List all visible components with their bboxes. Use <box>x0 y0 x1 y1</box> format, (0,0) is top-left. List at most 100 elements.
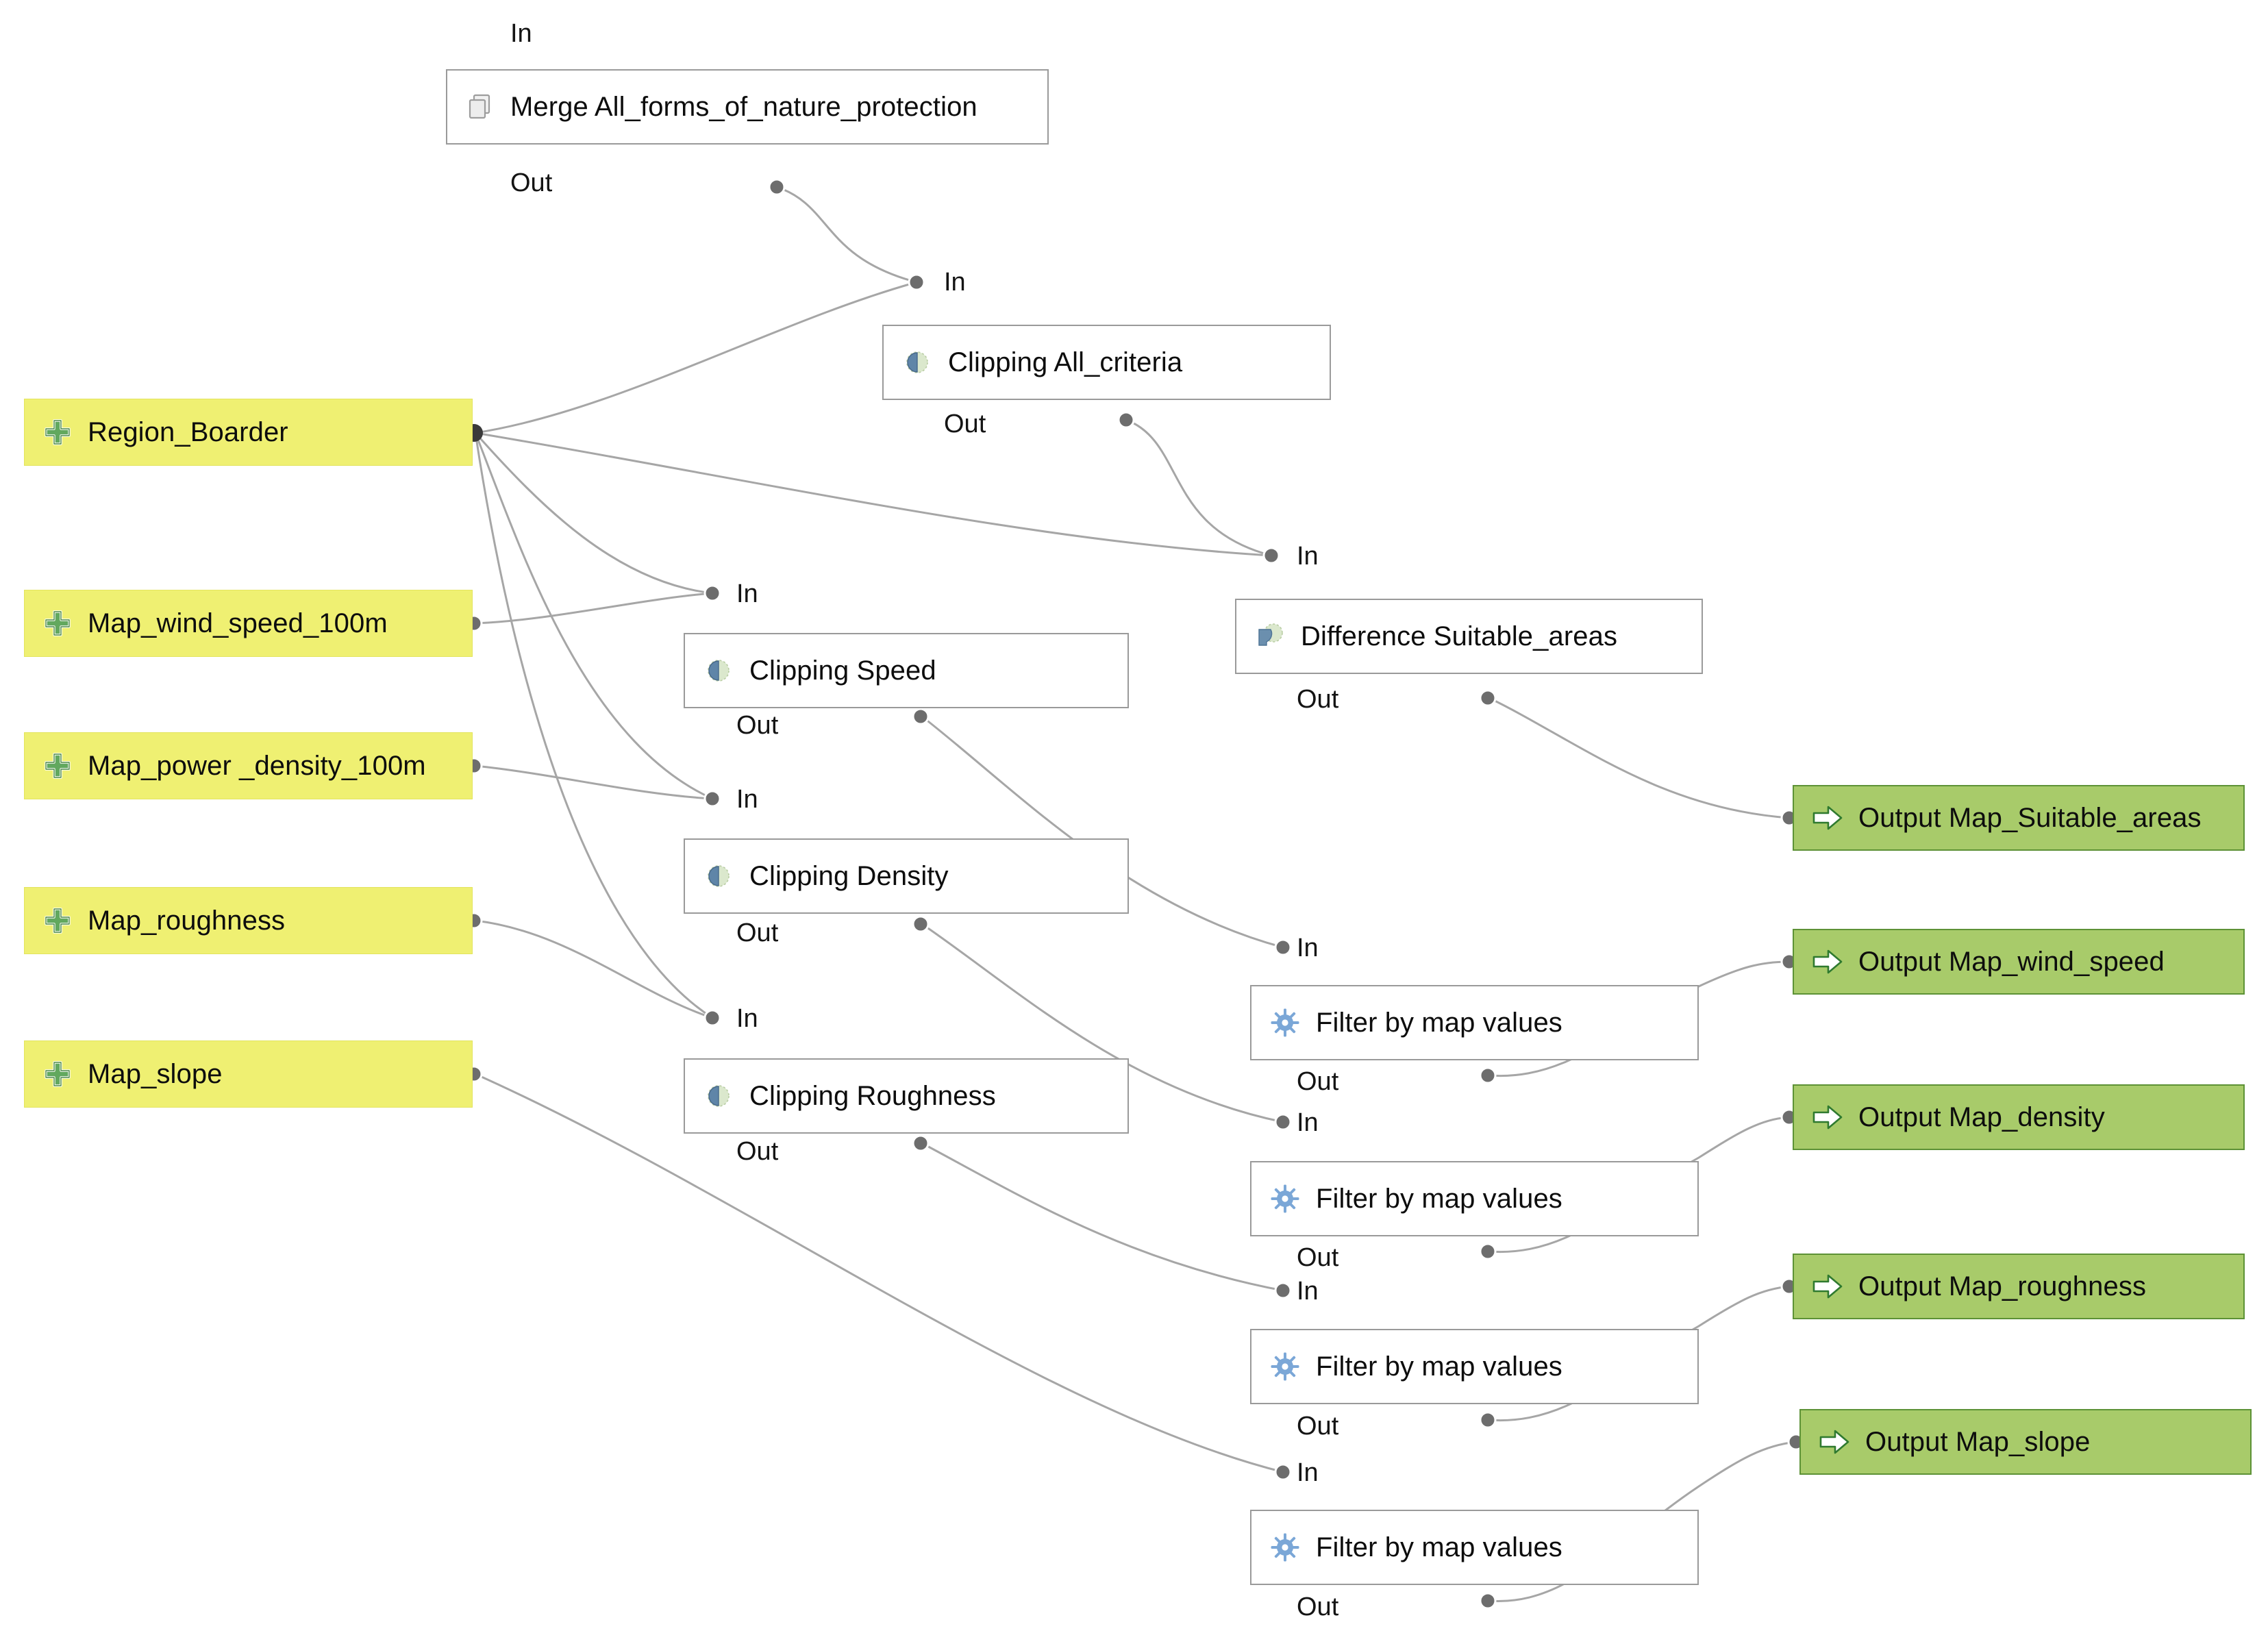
port-label-out: Out <box>736 711 779 740</box>
node-output-map-suitable-areas[interactable]: Output Map_Suitable_areas <box>1793 785 2245 851</box>
port-label-in: In <box>510 19 532 48</box>
node-filter-4[interactable]: Filter by map values <box>1250 1510 1699 1585</box>
add-layer-icon <box>42 751 73 781</box>
node-output-map-wind-speed[interactable]: Output Map_wind_speed <box>1793 929 2245 995</box>
node-input-map-slope[interactable]: Map_slope <box>24 1040 473 1108</box>
port-in[interactable] <box>1274 1113 1292 1131</box>
node-filter-3[interactable]: Filter by map values <box>1250 1329 1699 1404</box>
port-label-in: In <box>736 785 758 814</box>
add-layer-icon <box>42 608 73 638</box>
node-label: Clipping Speed <box>749 656 936 686</box>
port-in[interactable] <box>1274 1282 1292 1299</box>
node-label: Region_Boarder <box>88 417 288 447</box>
node-label: Output Map_wind_speed <box>1858 947 2165 977</box>
filter-gear-icon <box>1269 1532 1301 1563</box>
merge-layers-icon <box>465 92 495 122</box>
node-label: Filter by map values <box>1316 1351 1562 1382</box>
port-out[interactable] <box>912 1134 930 1152</box>
port-label-in: In <box>736 1004 758 1033</box>
node-label: Output Map_density <box>1858 1102 2105 1132</box>
edge <box>475 592 713 625</box>
port-label-in: In <box>736 579 758 608</box>
port-out[interactable] <box>1479 689 1497 707</box>
output-arrow-icon <box>1819 1428 1850 1456</box>
node-output-map-density[interactable]: Output Map_density <box>1793 1084 2245 1150</box>
clipping-icon <box>901 347 933 378</box>
output-arrow-icon <box>1812 948 1843 975</box>
clipping-icon <box>703 655 734 686</box>
port-label-in: In <box>1297 1108 1319 1137</box>
node-input-region-boarder[interactable]: Region_Boarder <box>24 399 473 466</box>
node-difference-suitable-areas[interactable]: Difference Suitable_areas <box>1235 599 1703 674</box>
port-out[interactable] <box>1479 1243 1497 1260</box>
clipping-icon <box>703 860 734 892</box>
add-layer-icon <box>42 1059 73 1089</box>
node-merge-all-forms[interactable]: Merge All_forms_of_nature_protection <box>446 69 1049 145</box>
port-in[interactable] <box>703 1009 721 1027</box>
port-out[interactable] <box>912 708 930 725</box>
port-in[interactable] <box>703 584 721 602</box>
port-out[interactable] <box>768 178 786 196</box>
node-clipping-density[interactable]: Clipping Density <box>684 838 1129 914</box>
output-arrow-icon <box>1812 804 1843 832</box>
port-label-in: In <box>1297 1458 1319 1487</box>
port-label-out: Out <box>736 919 779 947</box>
node-label: Map_roughness <box>88 906 286 936</box>
node-clipping-roughness[interactable]: Clipping Roughness <box>684 1058 1129 1134</box>
node-label: Map_wind_speed_100m <box>88 608 388 638</box>
node-filter-1[interactable]: Filter by map values <box>1250 985 1699 1060</box>
edge <box>475 281 917 434</box>
node-input-map-power-density[interactable]: Map_power _density_100m <box>24 732 473 799</box>
port-in[interactable] <box>1262 547 1280 564</box>
filter-gear-icon <box>1269 1351 1301 1382</box>
node-label: Filter by map values <box>1316 1008 1562 1038</box>
output-arrow-icon <box>1812 1273 1843 1300</box>
edge <box>776 186 917 284</box>
edge <box>474 432 713 800</box>
edge <box>921 1142 1284 1292</box>
port-out[interactable] <box>912 915 930 933</box>
node-clipping-all-criteria[interactable]: Clipping All_criteria <box>882 325 1331 400</box>
node-label: Filter by map values <box>1316 1184 1562 1214</box>
node-output-map-slope[interactable]: Output Map_slope <box>1799 1409 2252 1475</box>
node-label: Filter by map values <box>1316 1532 1562 1562</box>
port-in[interactable] <box>908 273 925 291</box>
difference-icon <box>1254 621 1286 652</box>
port-label-out: Out <box>1297 685 1339 714</box>
port-label-in: In <box>1297 1277 1319 1306</box>
edge <box>475 764 713 800</box>
port-out[interactable] <box>1117 411 1135 429</box>
node-clipping-speed[interactable]: Clipping Speed <box>684 633 1129 708</box>
port-out[interactable] <box>1479 1411 1497 1429</box>
port-label-out: Out <box>510 169 553 197</box>
node-label: Clipping Density <box>749 861 949 891</box>
port-out[interactable] <box>1479 1592 1497 1610</box>
port-in[interactable] <box>703 790 721 808</box>
port-label-out: Out <box>1297 1412 1339 1441</box>
filter-gear-icon <box>1269 1007 1301 1038</box>
port-out[interactable] <box>1479 1067 1497 1084</box>
edge <box>475 919 713 1019</box>
node-input-map-roughness[interactable]: Map_roughness <box>24 887 473 954</box>
node-label: Clipping Roughness <box>749 1081 996 1111</box>
port-label-in: In <box>1297 934 1319 962</box>
node-label: Output Map_slope <box>1865 1427 2091 1457</box>
node-label: Clipping All_criteria <box>948 347 1183 377</box>
node-input-map-wind-speed[interactable]: Map_wind_speed_100m <box>24 590 473 657</box>
port-label-out: Out <box>1297 1593 1339 1621</box>
port-in[interactable] <box>1274 1463 1292 1481</box>
edge <box>1125 419 1272 557</box>
node-output-map-roughness[interactable]: Output Map_roughness <box>1793 1254 2245 1319</box>
port-in[interactable] <box>1274 938 1292 956</box>
node-label: Output Map_Suitable_areas <box>1858 803 2202 833</box>
node-label: Map_slope <box>88 1059 223 1089</box>
output-arrow-icon <box>1812 1104 1843 1131</box>
edge <box>474 432 713 595</box>
edge <box>474 432 713 1019</box>
node-filter-2[interactable]: Filter by map values <box>1250 1161 1699 1236</box>
port-label-in: In <box>944 268 966 297</box>
clipping-icon <box>703 1080 734 1112</box>
edge <box>475 1073 1284 1473</box>
port-label-out: Out <box>736 1137 779 1166</box>
